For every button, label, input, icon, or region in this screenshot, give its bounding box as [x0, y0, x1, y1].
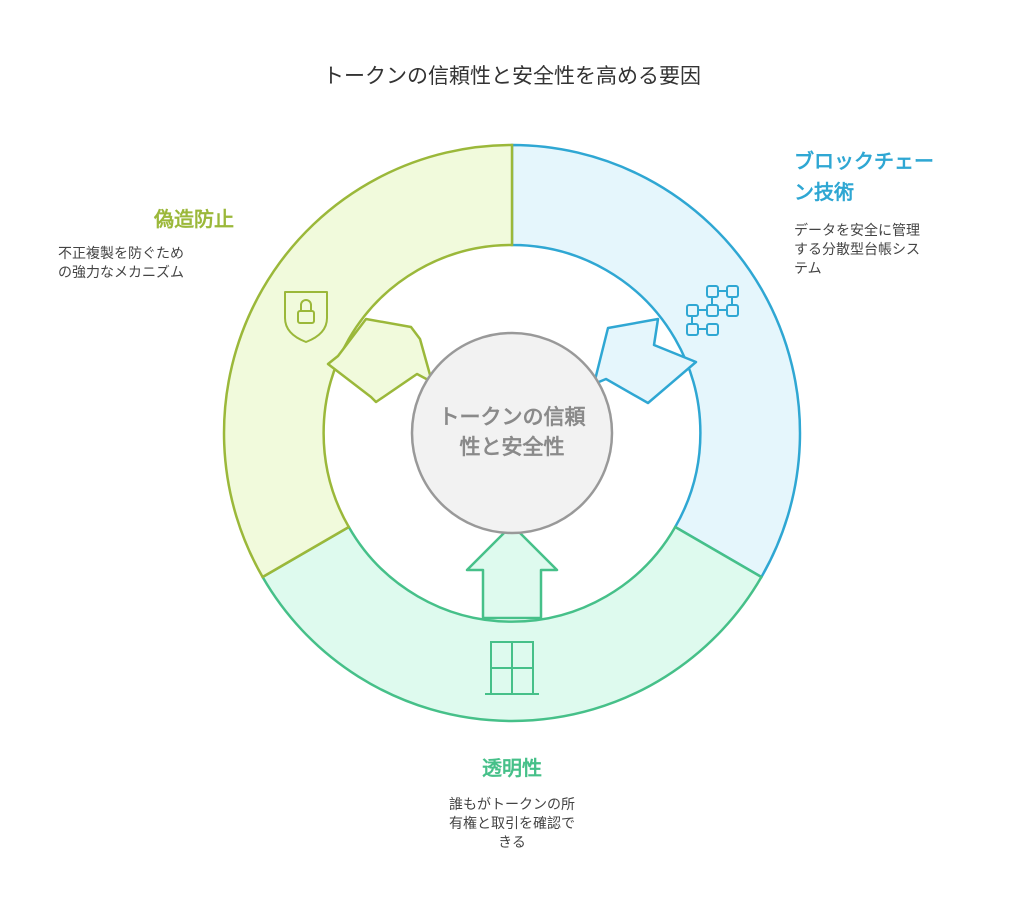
blockchain-desc-line3: テム — [794, 261, 822, 277]
blockchain-network-icon — [686, 285, 739, 336]
blockchain-description: データを安全に管理 する分散型台帳シス テム — [794, 222, 974, 279]
forgery-prevention-description: 不正複製を防ぐため の強力なメカニズム — [58, 245, 234, 283]
blockchain-label-line2: ン技術 — [794, 180, 854, 204]
diagram-title: トークンの信頼性と安全性を高める要因 — [323, 64, 701, 88]
segment-transparency — [260, 525, 764, 723]
segment-forgery — [222, 143, 514, 579]
transparency-desc-line2: 有権と取引を確認で — [449, 816, 575, 832]
center-circle — [410, 331, 614, 535]
arrow-forgery — [326, 317, 434, 404]
blockchain-label-line1: ブロックチェー — [794, 149, 934, 173]
transparency-description: 誰もがトークンの所 有権と取引を確認で きる — [402, 796, 622, 853]
center-label: トークンの信頼 性と安全性 — [422, 402, 602, 462]
window-grid-icon — [485, 641, 539, 695]
center-label-line1: トークンの信頼 — [438, 405, 586, 429]
transparency-desc-line1: 誰もがトークンの所 — [449, 797, 575, 813]
forgery-prevention-label: 偽造防止 — [154, 207, 234, 231]
arrow-transparency — [465, 523, 559, 620]
arrow-blockchain — [592, 317, 698, 405]
center-label-line2: 性と安全性 — [459, 435, 565, 459]
shield-lock-icon — [284, 291, 328, 343]
transparency-desc-line3: きる — [498, 835, 526, 851]
blockchain-label: ブロックチェー ン技術 — [794, 146, 984, 208]
segment-blockchain — [510, 143, 802, 579]
forgery-desc-line1: 不正複製を防ぐため — [58, 246, 184, 262]
blockchain-desc-line2: する分散型台帳シス — [794, 242, 920, 258]
blockchain-desc-line1: データを安全に管理 — [794, 223, 920, 239]
transparency-label: 透明性 — [482, 756, 542, 780]
forgery-desc-line2: の強力なメカニズム — [58, 265, 184, 281]
